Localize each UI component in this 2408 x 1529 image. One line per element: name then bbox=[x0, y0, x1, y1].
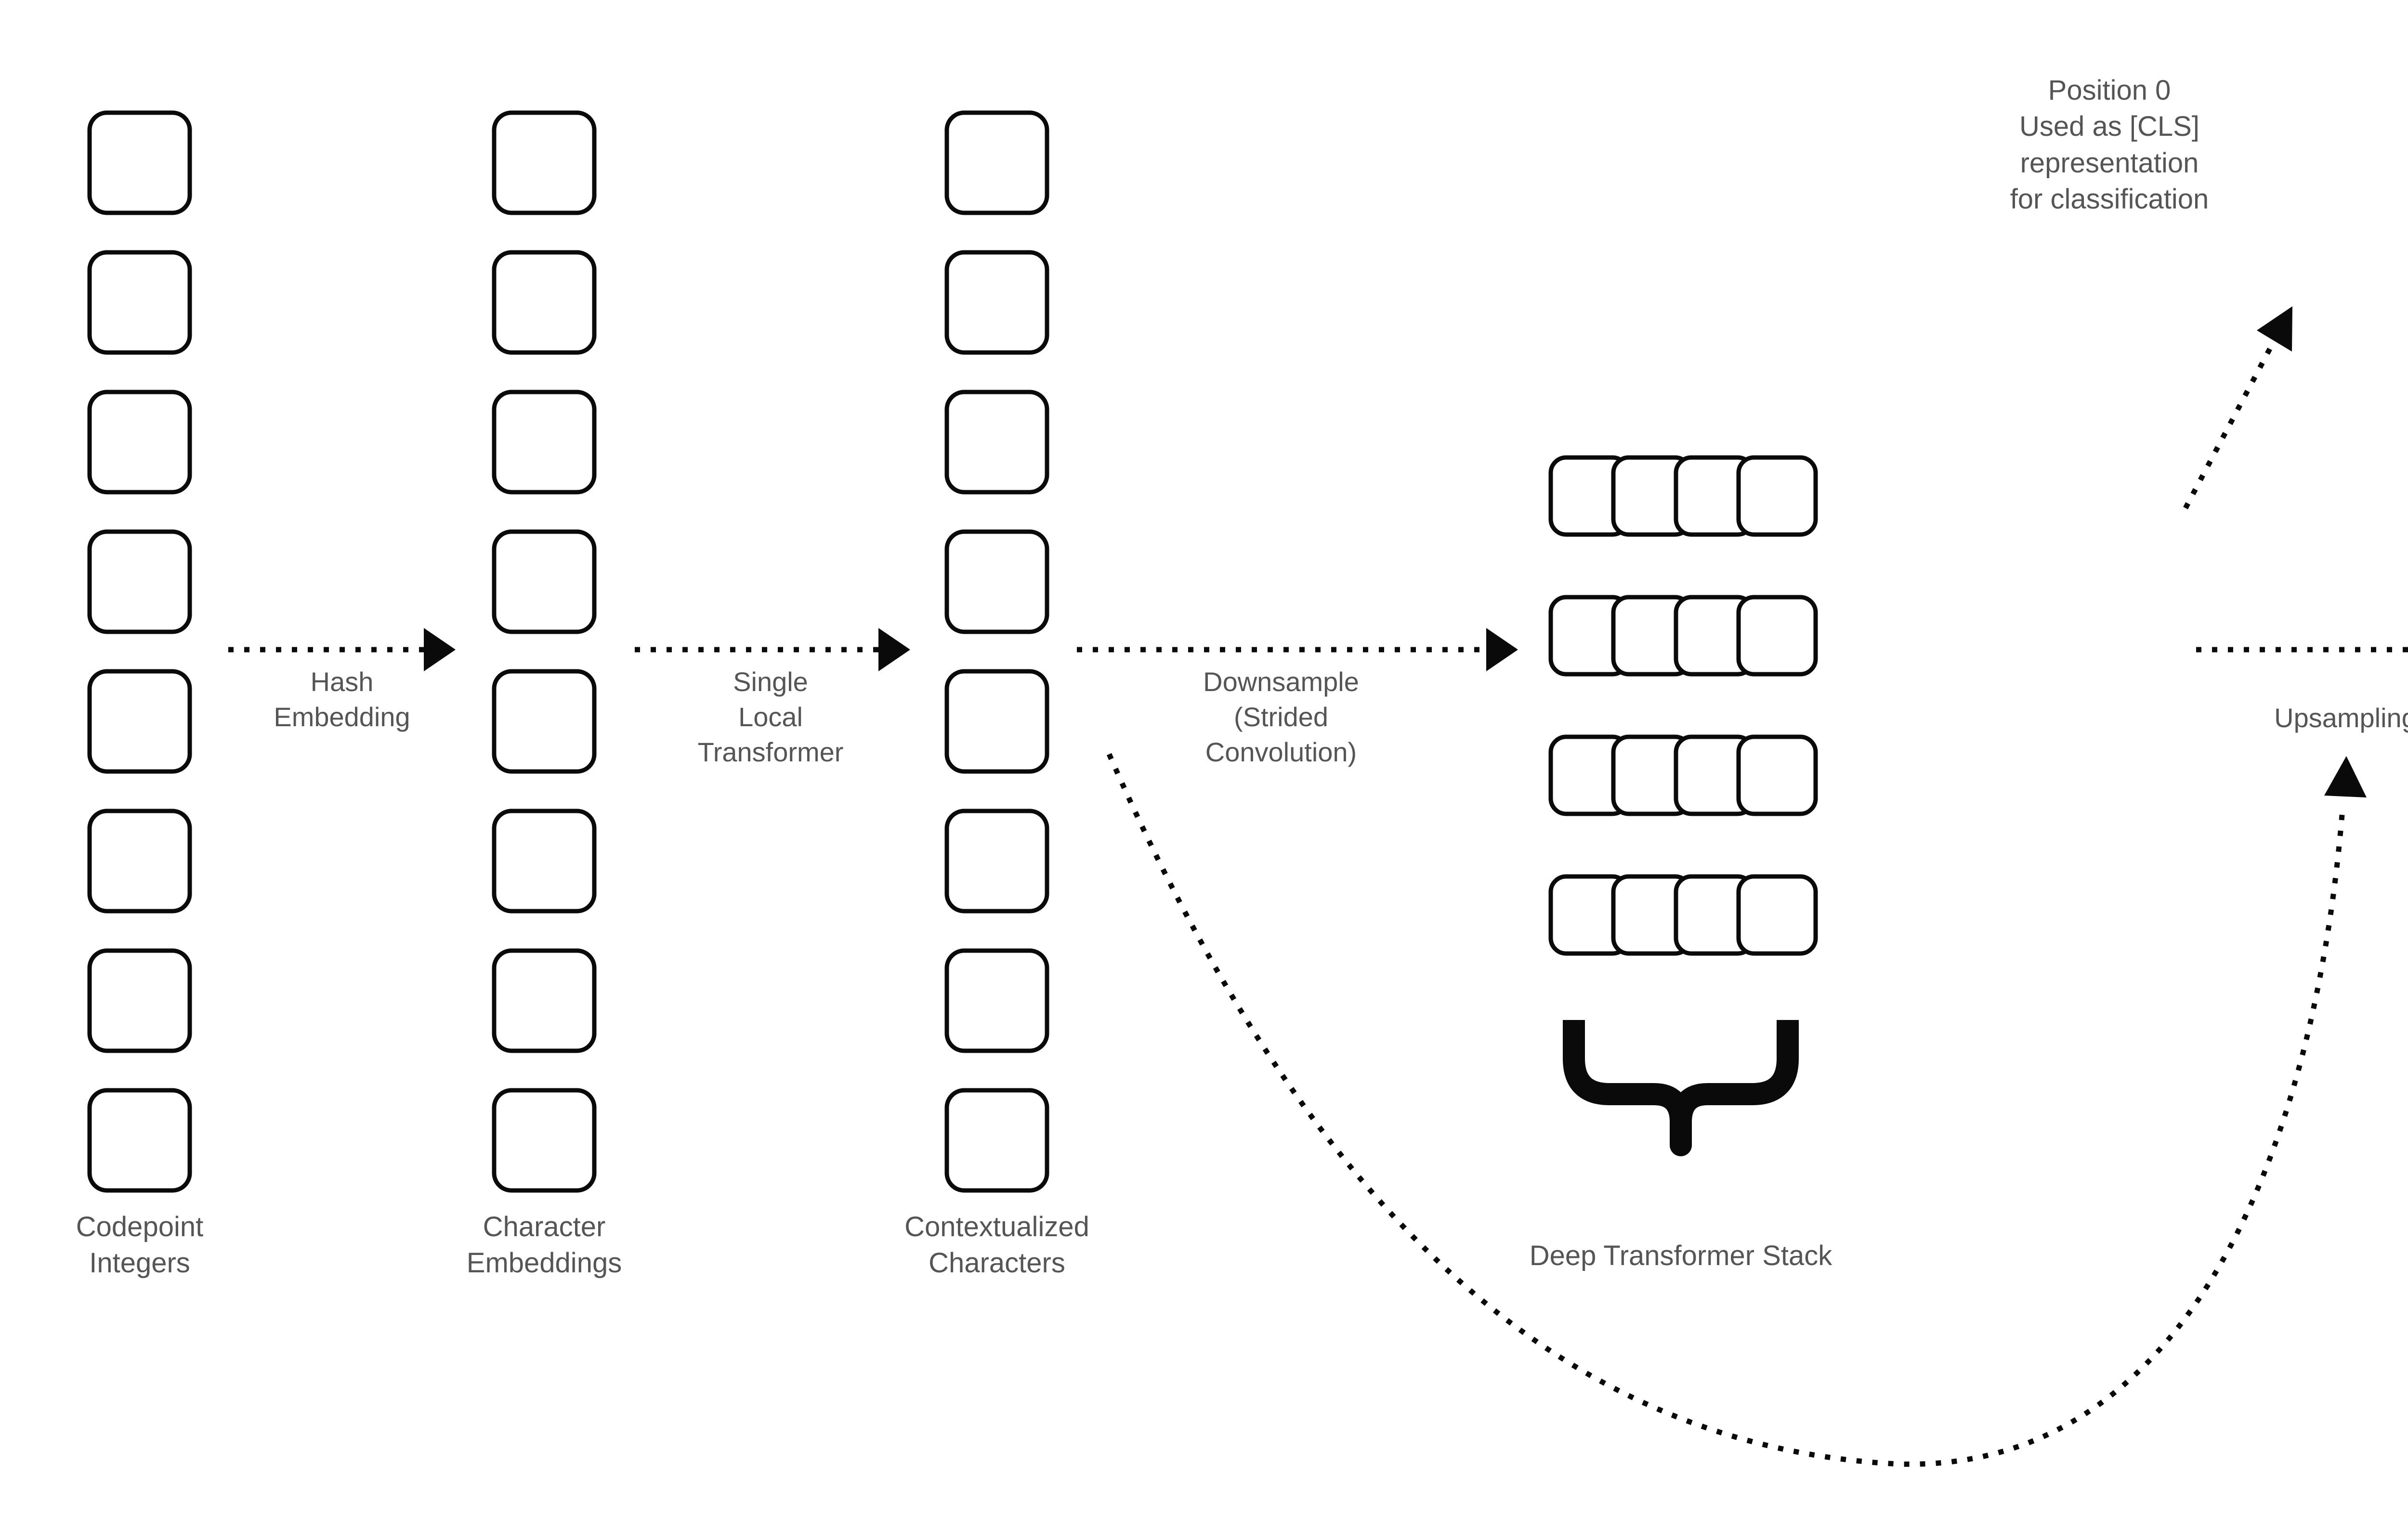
arrow-label-single-local-transformer: Single Local Transformer bbox=[697, 666, 844, 767]
arrow-cls-pointer bbox=[2183, 306, 2292, 510]
cell-box bbox=[944, 809, 1049, 914]
cell-box bbox=[492, 110, 597, 215]
column-label-character-embeddings: Character Embeddings bbox=[466, 1211, 622, 1279]
cell-box bbox=[944, 948, 1049, 1053]
column-codepoint-integers bbox=[87, 110, 192, 1193]
arrow-label-downsample: Downsample (Strided Convolution) bbox=[1203, 666, 1359, 767]
annotation-cls-note: Position 0 Used as [CLS] representation … bbox=[2010, 75, 2209, 215]
cell-box bbox=[944, 669, 1049, 774]
cell-box bbox=[944, 390, 1049, 495]
column-contextualized-characters bbox=[944, 110, 1049, 1193]
cell-box bbox=[87, 669, 192, 774]
grid-deep-transformer-stack bbox=[1548, 455, 1818, 956]
arrow-head-icon bbox=[424, 628, 456, 671]
arrow-head-icon bbox=[1486, 628, 1518, 671]
cell-box bbox=[87, 110, 192, 215]
curly-brace-icon bbox=[1563, 1020, 1799, 1156]
arrow-residual-skip-connection bbox=[1106, 753, 2367, 1467]
grid-cell-box bbox=[1736, 734, 1818, 816]
arrow-head-icon bbox=[2257, 306, 2292, 352]
cell-box bbox=[492, 250, 597, 355]
cell-box bbox=[944, 110, 1049, 215]
arrow-head-icon bbox=[878, 628, 910, 671]
cell-box bbox=[87, 948, 192, 1053]
arrow-hash-embedding bbox=[228, 628, 456, 671]
grid-cell-box bbox=[1736, 455, 1818, 537]
arrow-head-icon bbox=[2324, 756, 2367, 797]
cell-box bbox=[492, 948, 597, 1053]
cell-box bbox=[944, 1088, 1049, 1193]
arrow-upsampling bbox=[2196, 647, 2408, 653]
cell-box bbox=[492, 809, 597, 914]
grid-cell-box bbox=[1736, 595, 1818, 677]
cell-box bbox=[87, 529, 192, 634]
cell-box bbox=[87, 1088, 192, 1193]
column-label-contextualized-characters: Contextualized Characters bbox=[904, 1211, 1089, 1279]
cell-box bbox=[87, 250, 192, 355]
cell-box bbox=[492, 669, 597, 774]
arrow-single-local-transformer bbox=[635, 628, 910, 671]
grid-label-deep-transformer-stack: Deep Transformer Stack bbox=[1529, 1240, 1832, 1271]
cell-box bbox=[492, 1088, 597, 1193]
arrow-label-hash-embedding: Hash Embedding bbox=[274, 666, 410, 732]
cell-box bbox=[944, 250, 1049, 355]
cell-box bbox=[944, 529, 1049, 634]
grid-cell-box bbox=[1736, 874, 1818, 956]
cell-box bbox=[492, 390, 597, 495]
cell-box bbox=[87, 809, 192, 914]
arrow-downsample bbox=[1077, 628, 1518, 671]
arrow-label-upsampling: Upsampling bbox=[2274, 703, 2408, 733]
cell-box bbox=[87, 390, 192, 495]
column-character-embeddings bbox=[492, 110, 597, 1193]
cell-box bbox=[492, 529, 597, 634]
column-label-codepoint-integers: Codepoint Integers bbox=[76, 1211, 204, 1279]
